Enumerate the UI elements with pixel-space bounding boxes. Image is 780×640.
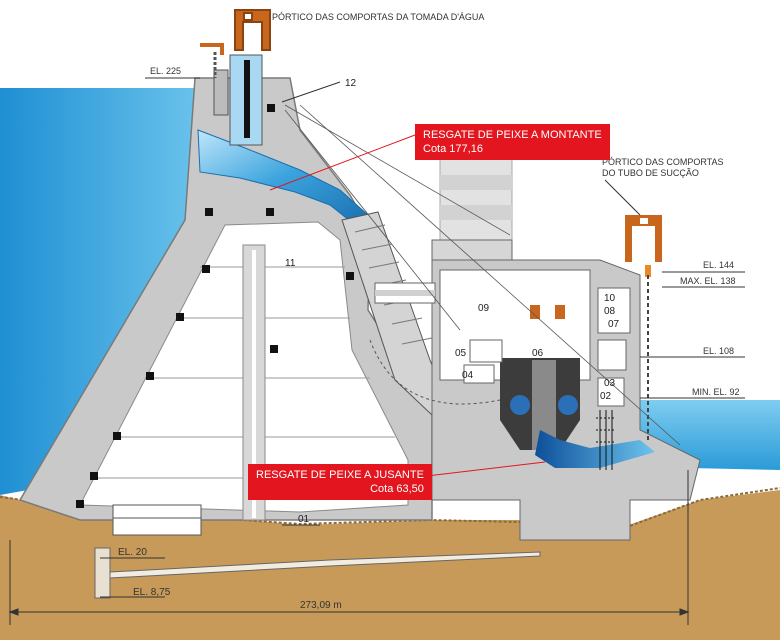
draft-gantry-leader xyxy=(604,179,641,216)
el-875-label: EL. 8,75 xyxy=(133,587,171,598)
el-108-label: EL. 108 xyxy=(703,346,734,356)
el-144-label: EL. 144 xyxy=(703,260,734,270)
tag-05: 05 xyxy=(455,348,467,359)
draft-tube-gantry xyxy=(625,215,662,440)
tag-01: 01 xyxy=(298,514,310,525)
callout-downstream-value: Cota 63,50 xyxy=(370,483,424,495)
tag-02: 02 xyxy=(600,391,612,402)
intake-gantry-label: PÓRTICO DAS COMPORTAS DA TOMADA D'ÁGUA xyxy=(272,12,484,22)
cable-lines xyxy=(284,104,681,446)
callout-downstream-leader xyxy=(409,461,546,479)
min-el-92-label: MIN. EL. 92 xyxy=(692,387,740,397)
callout-upstream-fish-rescue: RESGATE DE PEIXE A MONTANTE Cota 177,16 xyxy=(415,124,610,160)
el-225-label: EL. 225 xyxy=(150,66,181,76)
intake-tower xyxy=(213,54,263,146)
elevation-lines xyxy=(100,77,745,598)
reservoir-water xyxy=(0,88,205,495)
length-dimension-label: 273,09 m xyxy=(300,600,342,611)
draft-gantry-label-2: DO TUBO DE SUCÇÃO xyxy=(602,168,699,178)
base-gallery xyxy=(112,504,202,536)
foundation-tunnel xyxy=(94,547,111,599)
intake-gantry-crane xyxy=(200,9,271,78)
ground-surface-line xyxy=(0,487,780,539)
tag-03: 03 xyxy=(604,378,616,389)
tag-07: 07 xyxy=(608,319,620,330)
tag-08: 08 xyxy=(604,306,616,317)
tag-06: 06 xyxy=(532,348,544,359)
el-20-label: EL. 20 xyxy=(118,547,147,558)
tag-04: 04 xyxy=(462,370,474,381)
dimension-line xyxy=(8,470,690,625)
tag-10: 10 xyxy=(604,293,616,304)
gallery-squares xyxy=(76,104,354,508)
callout-downstream-title: RESGATE DE PEIXE A JUSANTE xyxy=(256,469,424,481)
draft-gantry-label-1: PÓRTICO DAS COMPORTAS xyxy=(602,157,724,167)
tag-11: 11 xyxy=(285,258,296,269)
tag-09: 09 xyxy=(478,303,490,314)
max-el-138-label: MAX. EL. 138 xyxy=(680,276,736,286)
tag-12: 12 xyxy=(345,78,357,89)
callout-upstream-value: Cota 177,16 xyxy=(423,143,483,155)
callout-downstream-fish-rescue: RESGATE DE PEIXE A JUSANTE Cota 63,50 xyxy=(248,464,432,500)
label-12-leader xyxy=(281,81,341,103)
callout-upstream-title: RESGATE DE PEIXE A MONTANTE xyxy=(423,129,602,141)
callout-upstream-leader xyxy=(269,134,416,191)
drainage-dashed-curve xyxy=(369,339,501,405)
draft-tube-flow xyxy=(535,430,655,468)
powerhouse xyxy=(374,154,701,541)
draft-tube-vanes xyxy=(596,410,616,470)
